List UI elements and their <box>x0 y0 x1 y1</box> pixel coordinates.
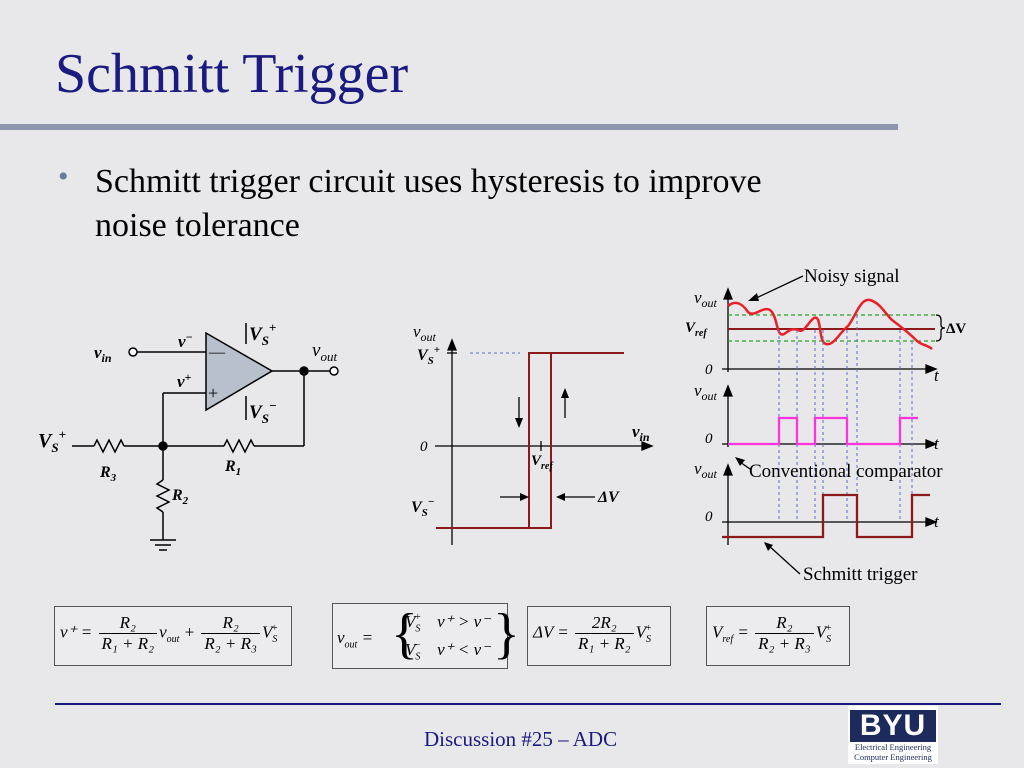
opamp-minus: — <box>208 344 226 361</box>
hyst-vref-label: Vref <box>531 453 554 472</box>
slide-title: Schmitt Trigger <box>55 43 409 105</box>
r3-label: R3 <box>99 464 117 484</box>
conventional-comparator-trace <box>728 416 918 446</box>
noisy-signal-label: Noisy signal <box>804 266 900 287</box>
byu-logo: BYU Electrical Engineering Computer Engi… <box>848 706 938 764</box>
bullet-text: Schmitt trigger circuit uses hysteresis … <box>95 163 762 244</box>
timing-vout3-label: vout <box>694 459 718 481</box>
r1-resistor <box>223 438 255 454</box>
hyst-vsplus-label: VS+ <box>417 344 440 367</box>
hyst-zero-label: 0 <box>420 439 428 455</box>
r2-label: R2 <box>171 487 189 507</box>
footer-divider <box>55 703 1001 705</box>
logo-line-1: Electrical Engineering <box>854 742 932 752</box>
r1-label: R1 <box>224 458 241 478</box>
vin-label: vin <box>94 343 112 365</box>
hyst-deltav-label: ΔV <box>597 489 620 506</box>
byu-logo-mark: BYU <box>850 710 936 742</box>
vout-label: vout <box>312 340 337 364</box>
hyst-vin-label: vin <box>632 422 650 444</box>
timing-zero2-label: 0 <box>705 431 713 447</box>
timing-t1-label: t <box>934 366 940 385</box>
timing-vout2-label: vout <box>694 381 718 403</box>
schmitt-trigger-label: Schmitt trigger <box>803 564 918 585</box>
timing-t2-label: t <box>934 434 940 453</box>
timing-zero3-label: 0 <box>705 509 713 525</box>
noisy-signal-trace <box>727 298 933 350</box>
logo-line-2: Computer Engineering <box>854 752 932 762</box>
vs-plus-label: VS+ <box>249 320 276 348</box>
timing-t3-label: t <box>934 512 940 531</box>
conventional-comparator-label: Conventional comparator <box>749 461 943 482</box>
hyst-vsminus-label: VS− <box>411 496 434 519</box>
vs-minus-label: VS− <box>249 398 277 426</box>
r2-resistor <box>155 479 171 513</box>
timing-zero1-label: 0 <box>705 362 713 378</box>
timing-vout1-label: vout <box>694 288 718 310</box>
opamp-plus: + <box>208 383 218 403</box>
opamp-triangle <box>205 331 274 412</box>
bullet-dot-icon: • <box>58 160 69 193</box>
vs-left-label: VS+ <box>38 427 66 455</box>
title-divider <box>0 124 898 130</box>
vminus-label: v− <box>178 330 193 351</box>
hyst-vout-label: vout <box>413 322 437 344</box>
timing-vref-label: Vref <box>685 320 708 339</box>
equation-vout: vout = { VS+v⁺ > v⁻ VS−v⁺ < v⁻ } <box>332 603 520 669</box>
r3-resistor <box>93 438 125 454</box>
schmitt-trigger-trace <box>722 493 930 539</box>
vplus-label: v+ <box>177 370 192 391</box>
timing-deltav-label: ΔV <box>946 321 966 337</box>
footer-text: Discussion #25 – ADC <box>424 727 618 751</box>
